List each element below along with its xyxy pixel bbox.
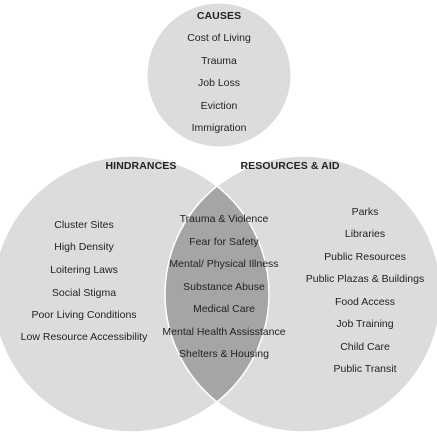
hindrances-item: Cluster Sites <box>54 219 114 231</box>
resources-item: Public Transit <box>333 363 397 375</box>
overlap-item: Mental/ Physical Illness <box>169 258 279 270</box>
causes-item: Cost of Living <box>187 32 251 44</box>
causes-title: CAUSES <box>196 10 242 22</box>
resources-item: Libraries <box>344 228 386 240</box>
causes-item: Immigration <box>191 122 247 134</box>
hindrances-item: Social Stigma <box>51 287 117 299</box>
overlap-region <box>165 156 269 432</box>
resources-item: Job Training <box>336 318 394 330</box>
overlap-item: Shelters & Housing <box>179 348 269 360</box>
resources-item: Child Care <box>340 341 390 353</box>
causes-circle <box>146 2 292 148</box>
resources-item: Food Access <box>334 296 396 308</box>
resources-item: Public Resources <box>324 251 406 263</box>
resources-item: Public Plazas & Buildings <box>305 273 425 285</box>
resources-outline <box>164 155 437 432</box>
hindrances-item: Poor Living Conditions <box>31 309 137 321</box>
hindrances-outline <box>0 155 270 432</box>
hindrances-item: High Density <box>54 241 114 253</box>
overlap-item: Trauma & Violence <box>179 213 269 225</box>
resources-title: RESOURCES & AID <box>240 160 340 172</box>
hindrances-title: HINDRANCES <box>105 160 177 172</box>
hindrances-item: Loitering Laws <box>50 264 118 276</box>
causes-item: Trauma <box>201 55 237 67</box>
hindrances-item: Low Resource Accessibility <box>20 331 148 343</box>
causes-item: Job Loss <box>197 77 241 89</box>
overlap-item: Medical Care <box>193 303 255 315</box>
resources-item: Parks <box>351 206 379 218</box>
overlap-item: Fear for Safety <box>189 236 259 248</box>
overlap-item: Substance Abuse <box>183 281 265 293</box>
overlap-item: Mental Health Assisstance <box>162 326 286 338</box>
causes-item: Eviction <box>200 100 238 112</box>
